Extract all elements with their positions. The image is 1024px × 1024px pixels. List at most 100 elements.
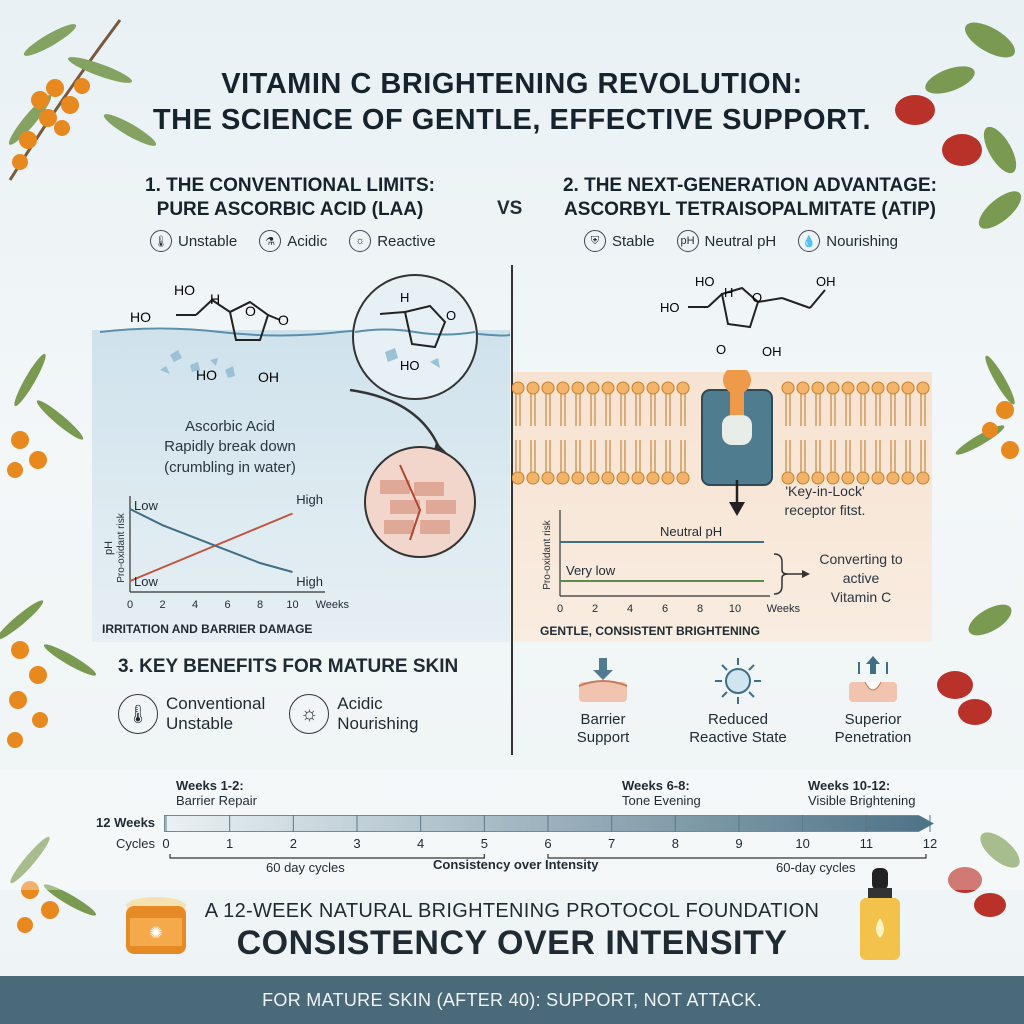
phase-1-desc: Barrier Repair xyxy=(176,793,257,808)
svg-text:HO: HO xyxy=(400,358,420,373)
converting-arrow-icon xyxy=(773,553,810,595)
left-heading-line2: PURE ASCORBIC ACID (LAA) xyxy=(156,198,424,220)
benefit-penetration: Superior Penetration xyxy=(818,656,928,747)
timeline-weeks-label: 12 Weeks xyxy=(96,815,156,830)
svg-text:OH: OH xyxy=(816,274,836,289)
phase-3-desc: Visible Brightening xyxy=(808,793,916,808)
x-tick-label: 4 xyxy=(192,599,198,611)
badge-stable: ⛨Stable xyxy=(584,230,655,252)
ph-icon: pH xyxy=(676,230,699,252)
x-tick-label: 6 xyxy=(224,599,230,611)
badge-reactive: ☼Reactive xyxy=(349,230,436,252)
right-heading-line1: 2. THE NEXT-GENERATION ADVANTAGE: xyxy=(562,175,938,196)
lipid-head xyxy=(901,471,915,485)
lipid-head xyxy=(871,381,885,395)
right-heading: 2. THE NEXT-GENERATION ADVANTAGE: ASCORB… xyxy=(540,174,960,222)
center-note: Consistency over Intensity xyxy=(433,857,599,872)
x-tick-label: 0 xyxy=(557,603,563,615)
brace xyxy=(169,854,485,859)
shield-icon: ⛨ xyxy=(584,230,606,252)
lipid-head xyxy=(901,381,915,395)
x-tick-label: 2 xyxy=(592,603,598,615)
svg-text:HO: HO xyxy=(695,274,715,289)
main-title-line1: VITAMIN C BRIGHTENING REVOLUTION: xyxy=(221,68,803,100)
lipid-head xyxy=(526,381,540,395)
left-badges: 🌡Unstable ⚗Acidic ☼Reactive xyxy=(150,230,436,252)
svg-text:HO: HO xyxy=(660,300,680,315)
timeline-tick-label: 0 xyxy=(162,836,169,851)
timeline-tick-label: 6 xyxy=(544,836,551,851)
timeline-tick-label: 11 xyxy=(860,836,874,851)
left-heading: 1. THE CONVENTIONAL LIMITS: PURE ASCORBI… xyxy=(100,174,480,222)
lipid-head xyxy=(781,381,795,395)
ascorbic-acid-molecule: HO HO H O O HO OH xyxy=(100,282,510,385)
lipid-head xyxy=(512,381,525,395)
left-chart-caption: IRRITATION AND BARRIER DAMAGE xyxy=(102,622,313,636)
lipid-head xyxy=(841,381,855,395)
y-axis-label: pH xyxy=(103,541,115,555)
x-tick-label: 8 xyxy=(697,603,703,615)
timeline-tick-label: 5 xyxy=(481,836,488,851)
series-line-0 xyxy=(129,512,293,582)
label-lower: Very low xyxy=(566,563,616,578)
lipid-head xyxy=(856,471,870,485)
timeline-tick-label: 4 xyxy=(417,836,424,851)
lipid-head xyxy=(646,471,660,485)
phase-3: Weeks 10-12: Visible Brightening xyxy=(808,778,915,808)
svg-text:O: O xyxy=(752,290,762,305)
benefits-right-items: Barrier Support Reduced Reactive State S… xyxy=(548,656,928,747)
x-tick-label: 0 xyxy=(127,599,133,611)
benefits-left-items: 🌡 Conventional Unstable ☼ Acidic Nourish… xyxy=(118,694,419,735)
label-bottom-left: Low xyxy=(134,574,158,589)
lipid-head xyxy=(796,381,810,395)
svg-text:O: O xyxy=(716,342,726,357)
mol-ho-left: HO xyxy=(130,309,151,325)
lipid-head xyxy=(886,381,900,395)
svg-text:✺: ✺ xyxy=(149,925,162,942)
x-tick-label: 2 xyxy=(159,599,165,611)
thermometer-icon: 🌡 xyxy=(150,230,172,252)
lipid-head xyxy=(646,381,660,395)
benefit-item-conventional: 🌡 Conventional Unstable xyxy=(118,694,265,735)
svg-text:OH: OH xyxy=(762,344,782,359)
brace-left-label: 60 day cycles xyxy=(266,860,345,875)
phase-2-title: Weeks 6-8: xyxy=(622,778,690,793)
x-tick-label: 4 xyxy=(627,603,633,615)
mol-o2: O xyxy=(278,312,289,328)
thermometer-icon: 🌡 xyxy=(118,694,158,735)
right-heading-line2: ASCORBYL TETRAISOPALMITATE (ATIP) xyxy=(564,198,936,220)
lipid-head xyxy=(811,381,825,395)
mol-h: H xyxy=(210,291,220,307)
badge-acidic: ⚗Acidic xyxy=(259,230,327,252)
svg-text:H: H xyxy=(400,290,409,305)
x-tick-label: 8 xyxy=(257,599,263,611)
lipid-head xyxy=(601,381,615,395)
footer-band: FOR MATURE SKIN (AFTER 40): SUPPORT, NOT… xyxy=(0,976,1024,1024)
lipid-head xyxy=(781,471,795,485)
lipid-head xyxy=(616,471,630,485)
label-top-right: High xyxy=(296,492,323,507)
lipid-head xyxy=(811,471,825,485)
sun-icon: ☼ xyxy=(349,230,372,252)
mol-ho-top: HO xyxy=(174,282,195,298)
mol-ho-bottom: HO xyxy=(196,367,217,383)
atip-molecule: HO HO H O O OH OH xyxy=(660,274,836,359)
converting-caption: Converting to active Vitamin C xyxy=(819,551,903,605)
flask-icon: ⚗ xyxy=(259,230,282,252)
benefits-heading: 3. KEY BENEFITS FOR MATURE SKIN xyxy=(118,656,459,677)
y-axis-label-2: Pro-oxidant risk xyxy=(116,512,127,582)
lipid-head xyxy=(586,381,600,395)
mol-o: O xyxy=(245,303,256,319)
timeline-tick-label: 10 xyxy=(795,836,809,851)
lipid-head xyxy=(541,381,555,395)
benefit-barrier: Barrier Support xyxy=(548,656,658,747)
footer-headline: CONSISTENCY OVER INTENSITY xyxy=(236,924,788,962)
lipid-head xyxy=(916,381,930,395)
lipid-head xyxy=(796,471,810,485)
lipid-head xyxy=(871,471,885,485)
lipid-head xyxy=(526,471,540,485)
